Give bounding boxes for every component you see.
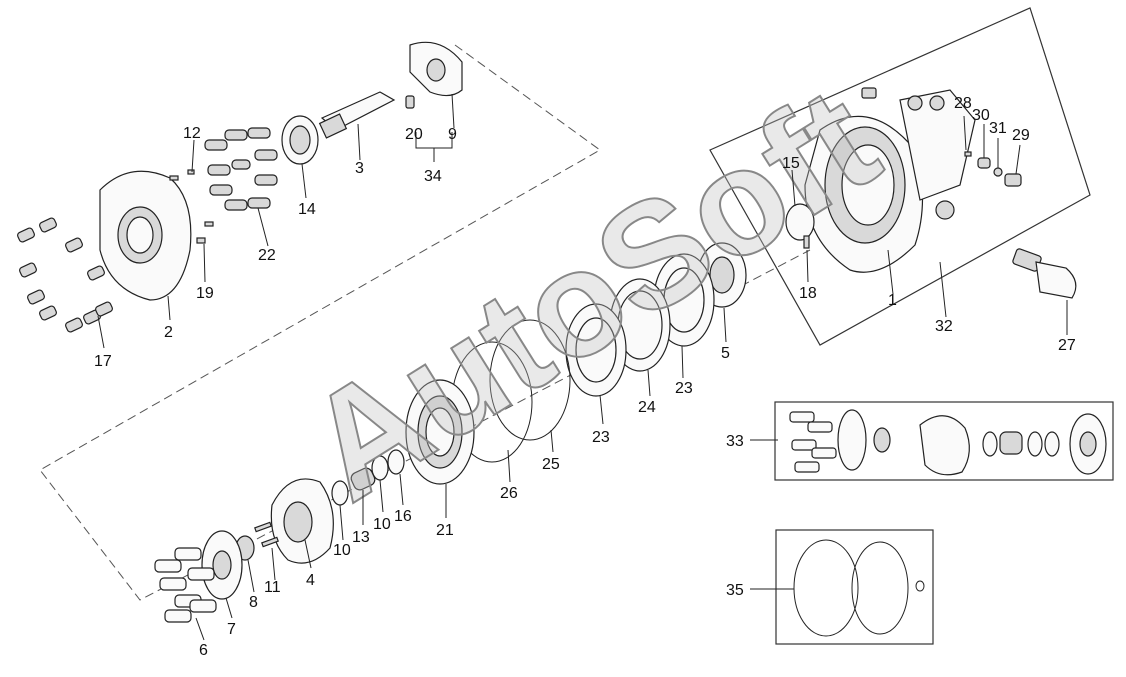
cylinder-block-4: [270, 478, 334, 564]
friction-plates-23-24: [565, 253, 715, 397]
o-ring-25: [489, 319, 571, 441]
label-18: 18: [799, 285, 817, 302]
retainer-plate-7: [201, 530, 243, 600]
label-9: 9: [448, 126, 457, 143]
bearing-14: [281, 115, 319, 165]
label-2: 2: [164, 324, 173, 341]
label-23b: 23: [592, 429, 610, 446]
label-31: 31: [989, 120, 1007, 137]
piston-set-6: [154, 547, 217, 623]
label-30: 30: [972, 107, 990, 124]
label-23a: 23: [675, 380, 693, 397]
label-8: 8: [249, 594, 258, 611]
housing-1: [804, 87, 976, 273]
kit-33-contents: [789, 409, 1107, 476]
label-29: 29: [1012, 127, 1030, 144]
label-4: 4: [306, 572, 315, 589]
rings-10-13-16: [331, 449, 405, 506]
housing-assembly-box: [709, 7, 1091, 346]
bolt-set-17: [17, 217, 113, 333]
label-32: 32: [935, 318, 953, 335]
label-1: 1: [888, 292, 897, 309]
label-34: 34: [424, 168, 442, 185]
label-28: 28: [954, 95, 972, 112]
kit-box-33: [774, 401, 1114, 481]
leader-lines: [97, 93, 1068, 641]
seal-15: [785, 203, 815, 241]
pins-11: [254, 521, 279, 548]
kit-box-35: [775, 529, 934, 645]
kit-35-contents: [793, 539, 925, 637]
label-11: 11: [264, 579, 281, 596]
relief-plug-27: [1012, 248, 1077, 299]
label-19: 19: [196, 285, 214, 302]
pin-18: [803, 235, 810, 249]
label-6: 6: [199, 642, 208, 659]
pin-20: [405, 95, 415, 109]
valve-parts-28-31: [964, 151, 1022, 187]
label-35: 35: [726, 582, 744, 599]
flange-9: [409, 41, 463, 97]
label-17: 17: [94, 353, 112, 370]
label-27: 27: [1058, 337, 1076, 354]
label-14: 14: [298, 201, 316, 218]
label-16: 16: [394, 508, 412, 525]
label-15: 15: [782, 155, 800, 172]
shaft-3: [318, 91, 396, 139]
label-13: 13: [352, 529, 370, 546]
label-10a: 10: [333, 542, 351, 559]
pins-12-19: [169, 169, 214, 244]
piston-21: [405, 379, 475, 485]
part-labels: 1 2 3 4 5 6 7 8 9 10 10 11 12 13 14 15 1…: [94, 95, 1076, 659]
label-33: 33: [726, 433, 744, 450]
label-12: 12: [183, 125, 201, 142]
label-7: 7: [227, 621, 236, 638]
label-25: 25: [542, 456, 560, 473]
spring-set-22: [204, 127, 278, 211]
label-24: 24: [638, 399, 656, 416]
label-10b: 10: [373, 516, 391, 533]
label-5: 5: [721, 345, 730, 362]
label-21: 21: [436, 522, 454, 539]
label-3: 3: [355, 160, 364, 177]
label-26: 26: [500, 485, 518, 502]
label-22: 22: [258, 247, 276, 264]
label-20: 20: [405, 126, 423, 143]
plate-5: [697, 242, 747, 308]
end-plate-2: [99, 170, 192, 301]
